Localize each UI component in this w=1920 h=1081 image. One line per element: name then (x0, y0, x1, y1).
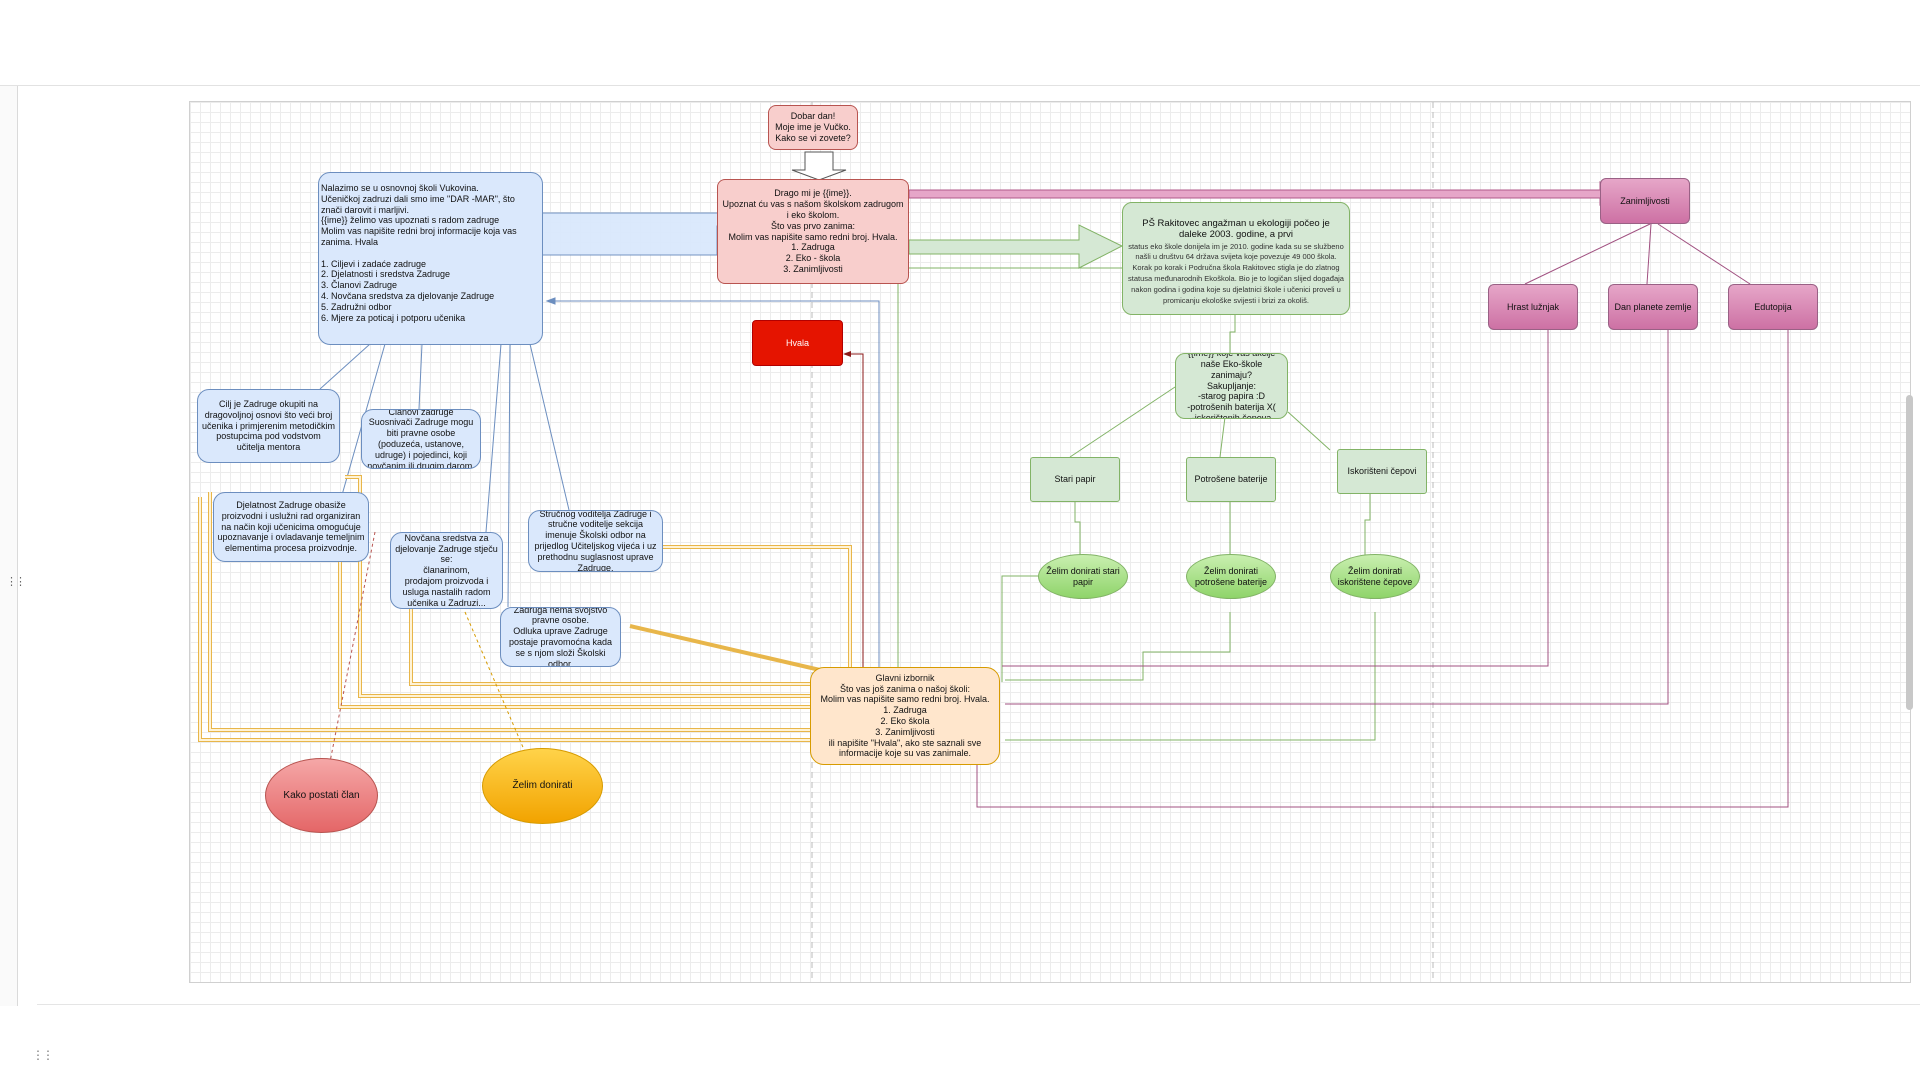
donirati-papir-node[interactable]: Želim donirati stari papir (1038, 554, 1128, 599)
djelatnost-text: Djelatnost Zadruge obasiže proizvodni i … (217, 500, 365, 554)
bottom-bar (37, 1004, 1920, 1081)
link-main-to-hvala (845, 353, 864, 670)
bottom-drag-handle-icon[interactable]: ⋮⋮ (32, 1048, 54, 1062)
clanovi-text: Članovi zadruge Suosnivači Zadruge mogu … (367, 409, 475, 469)
strucnog-node[interactable]: Stručnog voditelja Zadruge i stručne vod… (528, 510, 663, 572)
edutopija-text: Edutopija (1754, 301, 1792, 312)
novcana-text: Novčana sredstva za djelovanje Zadruge s… (395, 532, 498, 608)
baterije-text: Potrošene baterije (1194, 474, 1268, 485)
eko-info-node[interactable]: PŠ Rakitovec angažman u ekologiji počeo … (1122, 202, 1350, 315)
kako-text: Kako postati član (283, 789, 360, 801)
djelatnost-node[interactable]: Djelatnost Zadruge obasiže proizvodni i … (213, 492, 369, 562)
main-menu-text: Glavni izbornik Što vas još zanima o naš… (820, 672, 990, 759)
cepovi-text: Iskorišteni čepovi (1347, 466, 1417, 477)
zanimljivosti-links (976, 223, 1789, 808)
main-menu-node[interactable]: Glavni izbornik Što vas još zanima o naš… (810, 667, 1000, 765)
eko-info-head-text: PŠ Rakitovec angažman u ekologiji počeo … (1142, 217, 1330, 241)
arrow-intro-to-eko (908, 224, 1124, 269)
hvala-node[interactable]: Hvala (752, 320, 843, 366)
donirati-papir-text: Želim donirati stari papir (1046, 565, 1120, 587)
intro-text: Drago mi je {{ime}}. Upoznat ću vas s na… (722, 188, 904, 274)
edutopija-node[interactable]: Edutopija (1728, 284, 1818, 330)
zadruga-info-text: Nalazimo se u osnovnoj školi Vukovina. U… (321, 183, 517, 323)
donirati-baterije-text: Želim donirati potrošene baterije (1194, 565, 1268, 587)
strucnog-text: Stručnog voditelja Zadruge i stručne vod… (534, 510, 657, 572)
hrast-text: Hrast lužnjak (1506, 301, 1560, 312)
zelim-donirati-node[interactable]: Želim donirati (482, 748, 603, 824)
dashed-to-zelim (464, 611, 526, 753)
greeting-text: Dobar dan! Moje ime je Vučko. Kako se vi… (775, 111, 851, 143)
connector-layer (198, 102, 1789, 982)
dan-planete-text: Dan planete zemlje (1614, 301, 1692, 312)
baterije-node[interactable]: Potrošene baterije (1186, 457, 1276, 502)
donirati-cepovi-text: Želim donirati iskorištene čepove (1337, 565, 1413, 587)
zanimljivosti-node[interactable]: Zanimljivosti (1600, 178, 1690, 224)
dan-planete-node[interactable]: Dan planete zemlje (1608, 284, 1698, 330)
cilj-text: Cilj je Zadruge okupiti na dragovoljnoj … (201, 399, 336, 453)
diagram-canvas[interactable]: Dobar dan! Moje ime je Vučko. Kako se vi… (189, 101, 1911, 983)
akcije-text: {{ime}} koje vas akcije naše Eko-škole z… (1187, 353, 1276, 419)
left-panel (0, 86, 18, 1006)
zanimljivosti-text: Zanimljivosti (1620, 195, 1670, 206)
zadruga-info-node[interactable]: Nalazimo se u osnovnoj školi Vukovina. U… (318, 172, 543, 345)
top-toolbar (0, 0, 1920, 86)
clanovi-node[interactable]: Članovi zadruge Suosnivači Zadruge mogu … (361, 409, 481, 469)
hrast-node[interactable]: Hrast lužnjak (1488, 284, 1578, 330)
kako-postati-clan-node[interactable]: Kako postati član (265, 758, 378, 833)
cilj-node[interactable]: Cilj je Zadruge okupiti na dragovoljnoj … (197, 389, 340, 463)
eko-info-body-text: status eko škole donijela im je 2010. go… (1128, 241, 1344, 305)
arrow-greeting-to-intro (791, 151, 847, 181)
donirati-baterije-node[interactable]: Želim donirati potrošene baterije (1186, 554, 1276, 599)
cepovi-node[interactable]: Iskorišteni čepovi (1337, 449, 1427, 494)
dashed-to-kako (329, 531, 376, 763)
stari-papir-text: Stari papir (1054, 474, 1096, 485)
novcana-node[interactable]: Novčana sredstva za djelovanje Zadruge s… (390, 532, 503, 609)
vertical-scrollbar[interactable] (1906, 395, 1913, 710)
zelim-text: Želim donirati (512, 780, 573, 791)
stari-papir-node[interactable]: Stari papir (1030, 457, 1120, 502)
greeting-node[interactable]: Dobar dan! Moje ime je Vučko. Kako se vi… (768, 105, 858, 150)
akcije-node[interactable]: {{ime}} koje vas akcije naše Eko-škole z… (1175, 353, 1288, 419)
pravne-text: Zadruga nema svojstvo pravne osobe. Odlu… (508, 607, 613, 667)
intro-node[interactable]: Drago mi je {{ime}}. Upoznat ću vas s na… (717, 179, 909, 284)
pravne-node[interactable]: Zadruga nema svojstvo pravne osobe. Odlu… (500, 607, 621, 667)
hvala-text: Hvala (785, 337, 809, 348)
panel-drag-handle-icon[interactable]: ⋮⋮ (6, 576, 26, 588)
donirati-cepovi-node[interactable]: Želim donirati iskorištene čepove (1330, 554, 1420, 599)
